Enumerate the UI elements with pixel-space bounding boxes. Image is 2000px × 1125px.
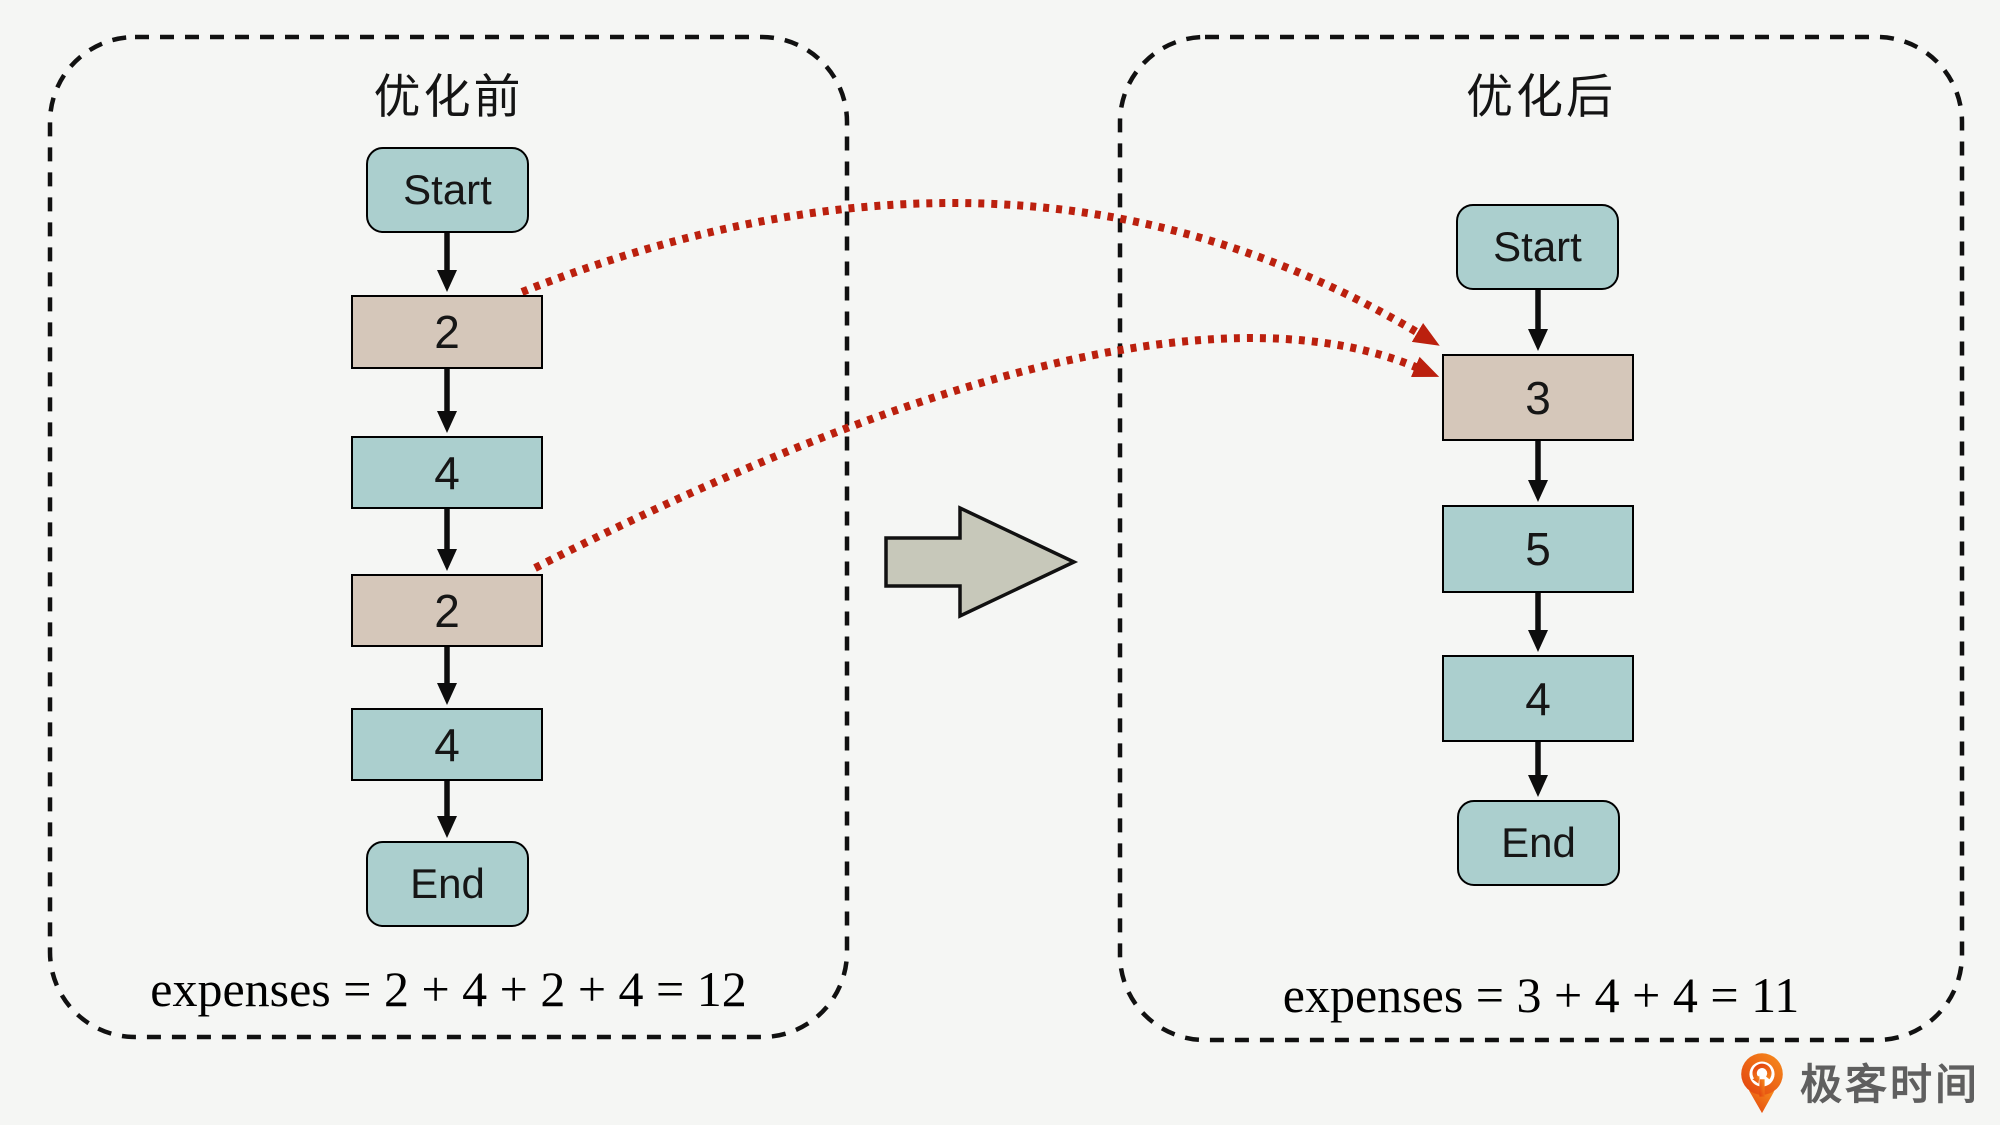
node-before-cost-2a: 2: [351, 295, 543, 369]
node-after-start: Start: [1456, 204, 1619, 290]
panel-after-title: 优化后: [1466, 70, 1616, 123]
brand-watermark: 极客时间: [1736, 1048, 1980, 1114]
expenses-formula-after: expenses = 3 + 4 + 4 = 11: [1282, 967, 1800, 1023]
geektime-logo-icon: [1741, 1053, 1783, 1114]
merge-arrow-top-icon: [520, 199, 1440, 346]
node-before-cost-4a: 4: [351, 436, 543, 509]
node-before-end: End: [366, 841, 529, 927]
transform-arrow-icon: [884, 505, 1079, 619]
node-after-cost-4: 4: [1442, 655, 1634, 742]
node-before-cost-2b: 2: [351, 574, 543, 647]
brand-name: 极客时间: [1800, 1060, 1981, 1108]
node-after-cost-5: 5: [1442, 505, 1634, 593]
node-before-cost-4b: 4: [351, 708, 543, 781]
node-before-start: Start: [366, 147, 529, 233]
expenses-formula-before: expenses = 2 + 4 + 2 + 4 = 12: [150, 961, 747, 1017]
panel-before-title: 优化前: [373, 70, 524, 123]
merge-arrow-bottom-icon: [533, 334, 1440, 572]
node-after-cost-3: 3: [1442, 354, 1634, 441]
node-after-end: End: [1457, 800, 1620, 886]
